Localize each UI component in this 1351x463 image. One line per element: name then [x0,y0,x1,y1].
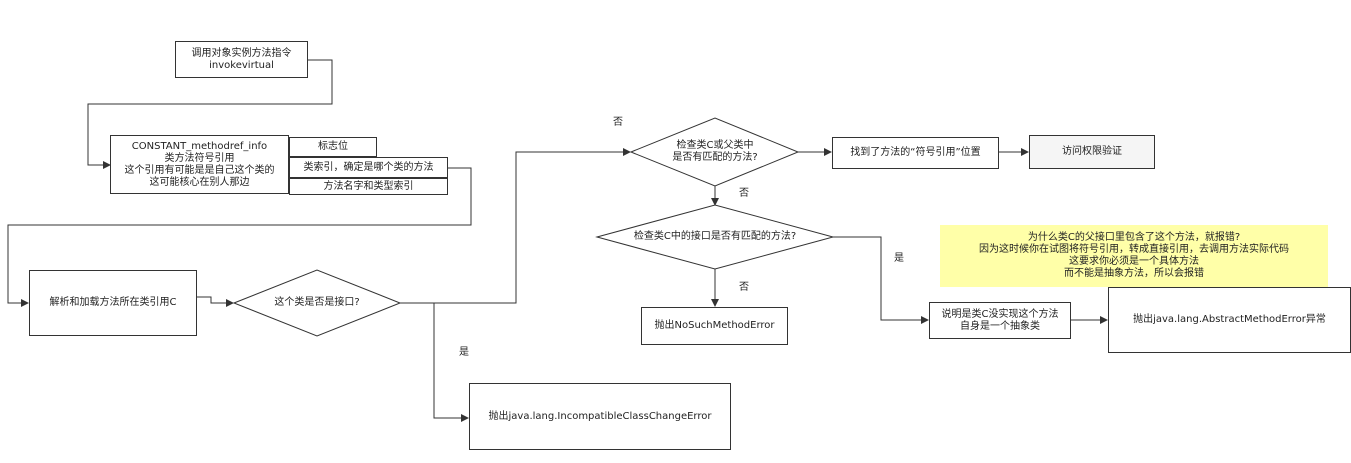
isinterface-diamond [232,269,402,337]
flag-field-box: 标志位 [289,137,377,157]
edge-label-yes-check: 是 [894,253,904,264]
edge-checkiface-abstractc [833,236,929,324]
resolve-class-box: 解析和加载方法所在类引用C [29,270,197,336]
abstract-class-box: 说明是类C没实现这个方法 自身是一个抽象类 [929,302,1071,339]
edge-classidx-resolve [7,167,472,307]
edge-label-no-mid: 否 [739,188,749,199]
access-check-box: 访问权限验证 [1029,135,1155,169]
edge-label-no-bottom: 否 [739,282,749,293]
checkc-diamond-text: 检查类C或父类中 是否有匹配的方法? [672,140,758,163]
name-type-index-box: 方法名字和类型索引 [289,178,448,195]
checkiface-diamond-text: 检查类C中的接口是否有匹配的方法? [633,231,797,242]
edge-isinterface-icce [433,303,469,422]
constant-methodref-box: CONSTANT_methodref_info 类方法符号引用 这个引用有可能是… [110,135,289,194]
checkc-diamond [629,117,800,187]
found-symbolic-reference-box: 找到了方法的“符号引用”位置 [832,137,999,169]
edge-resolve-isinterface [197,296,234,307]
edge-isinterface-checkc [400,148,631,304]
edge-label-no-top: 否 [613,117,623,128]
class-index-box: 类索引，确定是哪个类的方法 [289,157,448,178]
isinterface-diamond-text: 这个类是否是接口? [274,297,360,308]
no-such-method-error-box: 抛出NoSuchMethodError [641,307,788,345]
edge-invoke-cpinfo [87,59,333,169]
edge-label-yes-iface: 是 [459,347,469,358]
incompatible-class-change-error-box: 抛出java.lang.IncompatibleClassChangeError [469,383,731,450]
invoke-instruction-box: 调用对象实例方法指令 invokevirtual [175,41,308,78]
abstract-method-error-box: 抛出java.lang.AbstractMethodError异常 [1108,287,1351,353]
checkiface-diamond [595,204,835,270]
explanation-note: 为什么类C的父接口里包含了这个方法，就报错? 因为这时候你在试图将符号引用，转成… [940,225,1328,287]
